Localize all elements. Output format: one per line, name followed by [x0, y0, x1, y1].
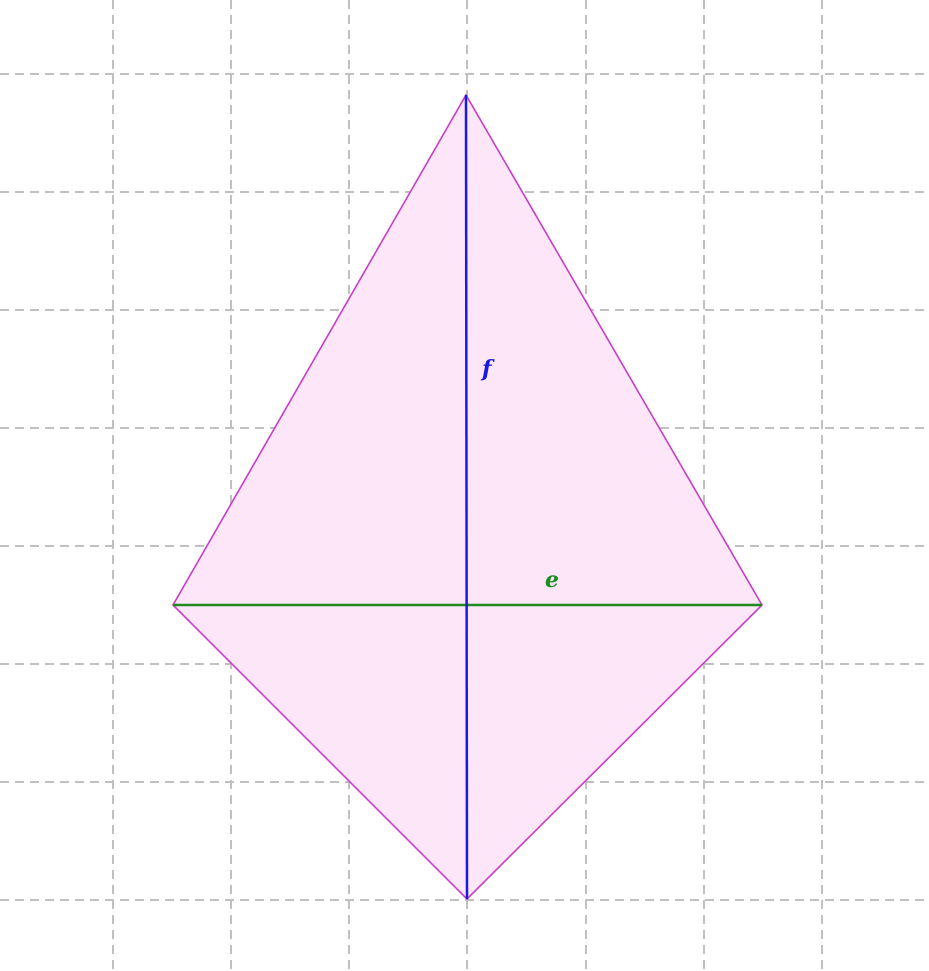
diagonal-f-label: f — [480, 356, 495, 382]
diagonal-e-label: e — [545, 567, 559, 593]
diagonal-f — [464, 94, 469, 900]
